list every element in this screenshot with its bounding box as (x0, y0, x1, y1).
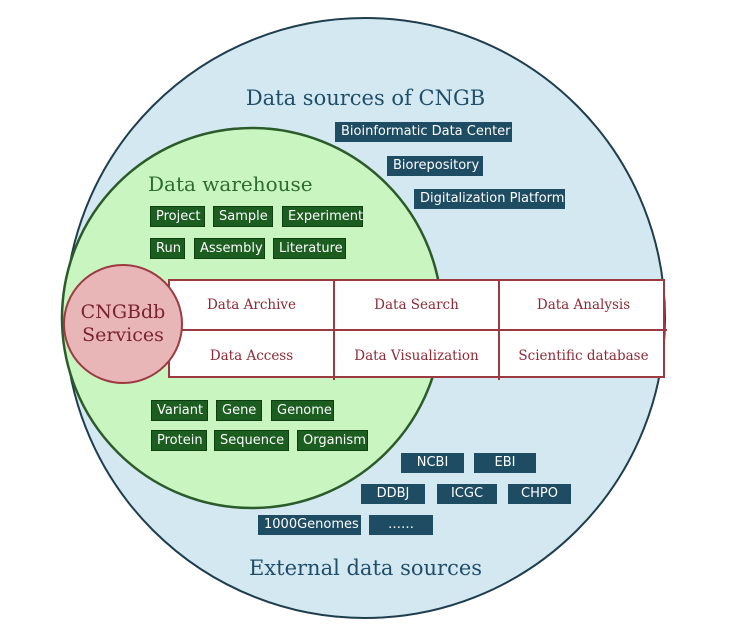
services-circle: CNGBdb Services (63, 264, 183, 384)
external-source-tag: …… (369, 515, 433, 535)
warehouse-title: Data warehouse (148, 172, 313, 196)
warehouse-tag: Variant (151, 400, 208, 421)
warehouse-tag: Literature (273, 238, 346, 259)
bottom-title: External data sources (248, 556, 483, 580)
warehouse-tag: Sample (213, 206, 273, 227)
outer-title: Data sources of CNGB (245, 86, 486, 110)
warehouse-tag: Sequence (214, 430, 289, 451)
warehouse-tag: Experiment (282, 206, 363, 227)
external-source-tag: EBI (474, 453, 536, 473)
services-grid: Data Archive Data Search Data Analysis D… (168, 279, 667, 380)
service-cell: Data Visualization (335, 331, 500, 380)
services-label-line1: CNGBdb (80, 301, 166, 323)
warehouse-tag: Organism (297, 430, 368, 451)
cngb-source-tag: Bioinformatic Data Center (335, 122, 512, 142)
warehouse-tag: Genome (271, 400, 334, 421)
external-source-tag: CHPO (508, 484, 571, 504)
external-source-tag: DDBJ (361, 484, 425, 504)
service-cell: Scientific database (518, 347, 649, 364)
external-source-tag: 1000Genomes (258, 515, 361, 535)
cngb-source-tag: Digitalization Platform (414, 189, 565, 209)
service-cell: Data Analysis (500, 281, 667, 331)
warehouse-tag: Run (150, 238, 185, 259)
services-label-line2: Services (82, 324, 164, 346)
warehouse-tag: Protein (151, 430, 207, 451)
external-source-tag: ICGC (437, 484, 497, 504)
warehouse-tag: Gene (216, 400, 262, 421)
cngb-source-tag: Biorepository (387, 156, 483, 176)
warehouse-tag: Assembly (194, 238, 265, 259)
warehouse-tag: Project (150, 206, 205, 227)
external-source-tag: NCBI (401, 453, 464, 473)
service-cell: Data Search (335, 281, 500, 331)
service-cell: Data Archive (170, 281, 335, 331)
service-cell: Data Access (170, 331, 335, 380)
